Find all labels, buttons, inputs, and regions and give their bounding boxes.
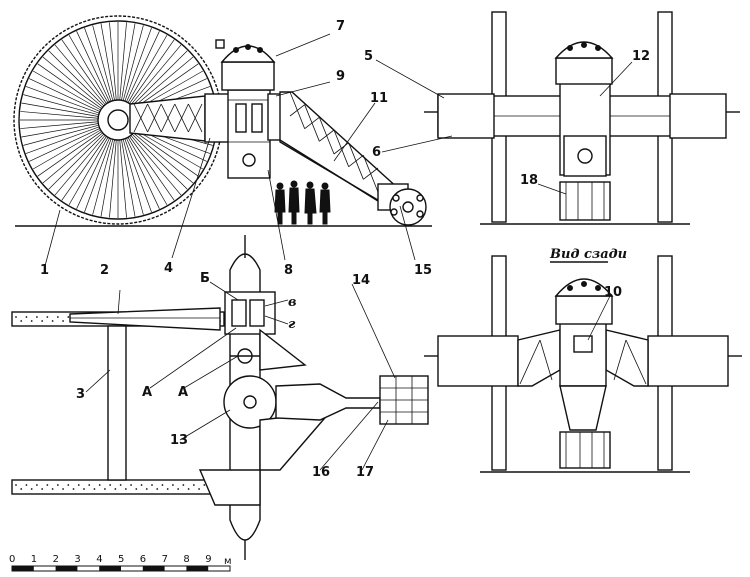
label-a2: А: [178, 385, 188, 400]
rear-view-title: Вид сзади: [549, 247, 627, 262]
front-view: [375, 11, 740, 225]
scale-tick-label: 2: [53, 554, 59, 565]
scale-tick-label: 4: [96, 554, 102, 565]
side-view: [13, 15, 432, 267]
cab-head: [221, 61, 275, 91]
label-14: 14: [352, 273, 370, 288]
plan-view: [11, 235, 429, 560]
scale-tick-label: 0: [9, 554, 15, 565]
scale-tick-label: 9: [205, 554, 211, 565]
label-13: 13: [170, 433, 188, 448]
scale-tick-label: 1: [31, 554, 37, 565]
label-8: 8: [284, 263, 293, 278]
label-12: 12: [632, 49, 650, 64]
label-2: 2: [100, 263, 109, 278]
connecting-beam: [107, 325, 127, 481]
scale-tick-label: 7: [162, 554, 168, 565]
scale-bar: 0 1 2 3 4 5 6 7 8 9 м: [9, 554, 232, 572]
label-18: 18: [520, 173, 538, 188]
label-10: 10: [604, 285, 622, 300]
label-v: в: [288, 295, 297, 310]
label-g: г: [288, 317, 296, 332]
label-b: Б: [200, 271, 210, 286]
label-9: 9: [336, 69, 345, 84]
scale-tick-label: 6: [140, 554, 146, 565]
label-3: 3: [76, 387, 85, 402]
scale-tick-label: 5: [118, 554, 124, 565]
label-7: 7: [336, 19, 345, 34]
label-17: 17: [356, 465, 374, 480]
scale-tick-label: 8: [183, 554, 189, 565]
rear-view: [424, 255, 742, 473]
label-15: 15: [414, 263, 432, 278]
label-a1: А: [142, 385, 152, 400]
label-4: 4: [164, 261, 173, 276]
label-5: 5: [364, 49, 373, 64]
scale-tick-label: 3: [74, 554, 80, 565]
label-16: 16: [312, 465, 330, 480]
label-1: 1: [40, 263, 49, 278]
human-figures: [274, 180, 331, 225]
lower-track: [11, 479, 225, 495]
label-6: 6: [372, 145, 381, 160]
scale-unit: м: [224, 556, 232, 567]
label-11: 11: [370, 91, 388, 106]
callout-labels: 7 9 11 5 6 12 18 1 2 4 8 15 14 3 13 16 1…: [40, 19, 650, 480]
